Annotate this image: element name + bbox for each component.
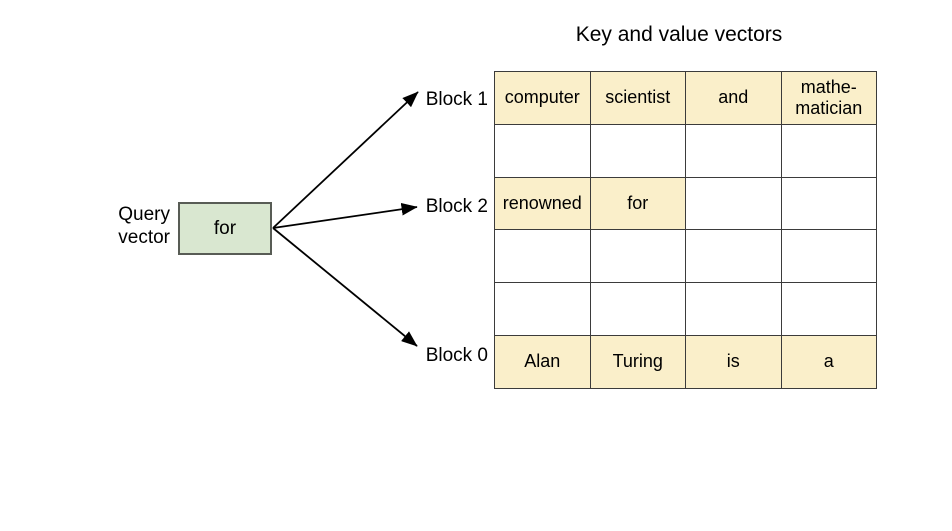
grid-cell (685, 176, 782, 231)
grid-cell (685, 123, 782, 178)
grid-cell (780, 176, 877, 231)
grid-cell: for (589, 176, 686, 231)
grid-cell (685, 282, 782, 336)
grid-cell: computer (494, 71, 591, 125)
query-vector-box[interactable]: for (178, 202, 272, 255)
grid-cell: Turing (589, 334, 686, 389)
arrow-to-block-2 (272, 202, 418, 229)
grid-cell: Alan (494, 334, 591, 389)
grid-cell-line: mathe- (800, 76, 857, 97)
query-vector-token: for (213, 217, 237, 239)
grid-cell (589, 282, 686, 336)
query-vector-label-line1: Query (118, 204, 170, 225)
grid-cell (589, 229, 686, 284)
block-label-block-2: Block 2 (425, 196, 488, 217)
grid-cell: and (685, 71, 782, 125)
grid-cell (780, 282, 877, 336)
grid-cell (685, 229, 782, 284)
grid-row (494, 229, 877, 284)
grid-cell (780, 229, 877, 284)
grid-row (494, 282, 877, 336)
arrow-to-block-0 (272, 227, 418, 347)
grid-cell-line: matician (795, 97, 863, 118)
grid-cell: renowned (494, 176, 591, 231)
query-vector-label-line2: vector (118, 227, 170, 248)
grid-cell: mathe-matician (780, 71, 877, 125)
grid-cell: scientist (589, 71, 686, 125)
grid-row (494, 123, 877, 178)
grid-cell (589, 123, 686, 178)
grid-cell: a (780, 334, 877, 389)
grid-cell: is (685, 334, 782, 389)
block-label-block-0: Block 0 (425, 345, 488, 366)
grid-cell (494, 282, 591, 336)
grid-cell (494, 123, 591, 178)
query-vector-label: Query vector (60, 203, 170, 249)
grid-cell (780, 123, 877, 178)
block-label-block-1: Block 1 (425, 89, 488, 110)
page-title: Key and value vectors (575, 23, 783, 46)
grid-cell (494, 229, 591, 284)
arrow-to-block-1 (272, 91, 419, 229)
